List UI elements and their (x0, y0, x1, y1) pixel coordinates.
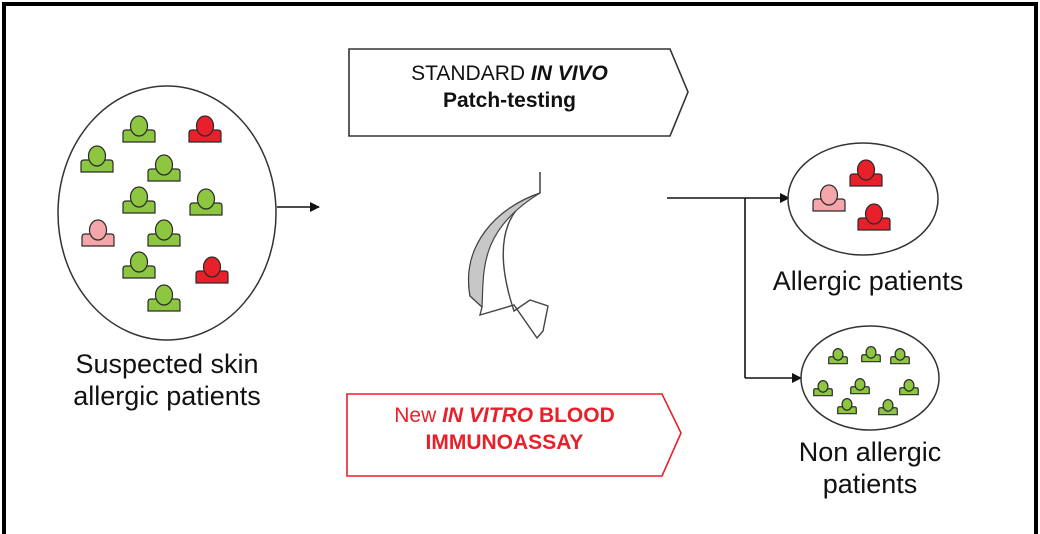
standard-test-line2: Patch-testing (442, 89, 576, 113)
standard-test-box (348, 48, 689, 137)
patient-person-icon (828, 348, 848, 365)
new-test-line1: New IN VITRO BLOOD (394, 404, 615, 427)
standard-test-label: STANDARD IN VIVO Patch-testing (349, 60, 670, 115)
patient-person-icon (813, 380, 833, 397)
patient-person-icon (122, 186, 156, 214)
patient-person-icon (857, 203, 891, 231)
new-test-line2: IMMUNOASSAY (425, 431, 584, 455)
patient-person-icon (850, 378, 870, 395)
patient-person-icon (147, 154, 181, 182)
patient-person-icon (837, 398, 857, 415)
allergic-patients-icons (812, 159, 891, 231)
new-test-box (346, 393, 682, 477)
allergic-patients-label: Allergic patients (772, 266, 964, 296)
suspected-patients-label: Suspected skin allergic patients (73, 349, 261, 412)
standard-test-line1: STANDARD IN VIVO (411, 62, 608, 85)
patient-person-icon (122, 251, 156, 279)
patient-person-icon (147, 219, 181, 247)
patient-person-icon (188, 115, 222, 143)
patient-person-icon (878, 399, 898, 416)
patient-person-icon (122, 115, 156, 143)
curved-arrow-shading (468, 172, 541, 309)
patient-person-icon (899, 379, 919, 396)
patient-person-icon (80, 145, 114, 173)
patient-person-icon (189, 188, 223, 216)
patient-person-icon (890, 348, 910, 365)
patient-person-icon (861, 346, 881, 363)
patient-person-icon (195, 256, 229, 284)
non-allergic-patients-label: Non allergic patients (798, 437, 942, 500)
patient-person-icon (849, 159, 883, 187)
patient-person-icon (812, 184, 846, 212)
allergic-patients-ellipse (787, 142, 939, 256)
non-allergic-patients-icons (813, 346, 919, 416)
new-test-label: New IN VITRO BLOOD IMMUNOASSAY (347, 402, 662, 457)
patient-person-icon (81, 219, 115, 247)
patient-person-icon (147, 284, 181, 312)
non-allergic-patients-ellipse (800, 325, 940, 431)
suspected-patients-icons (80, 115, 229, 312)
